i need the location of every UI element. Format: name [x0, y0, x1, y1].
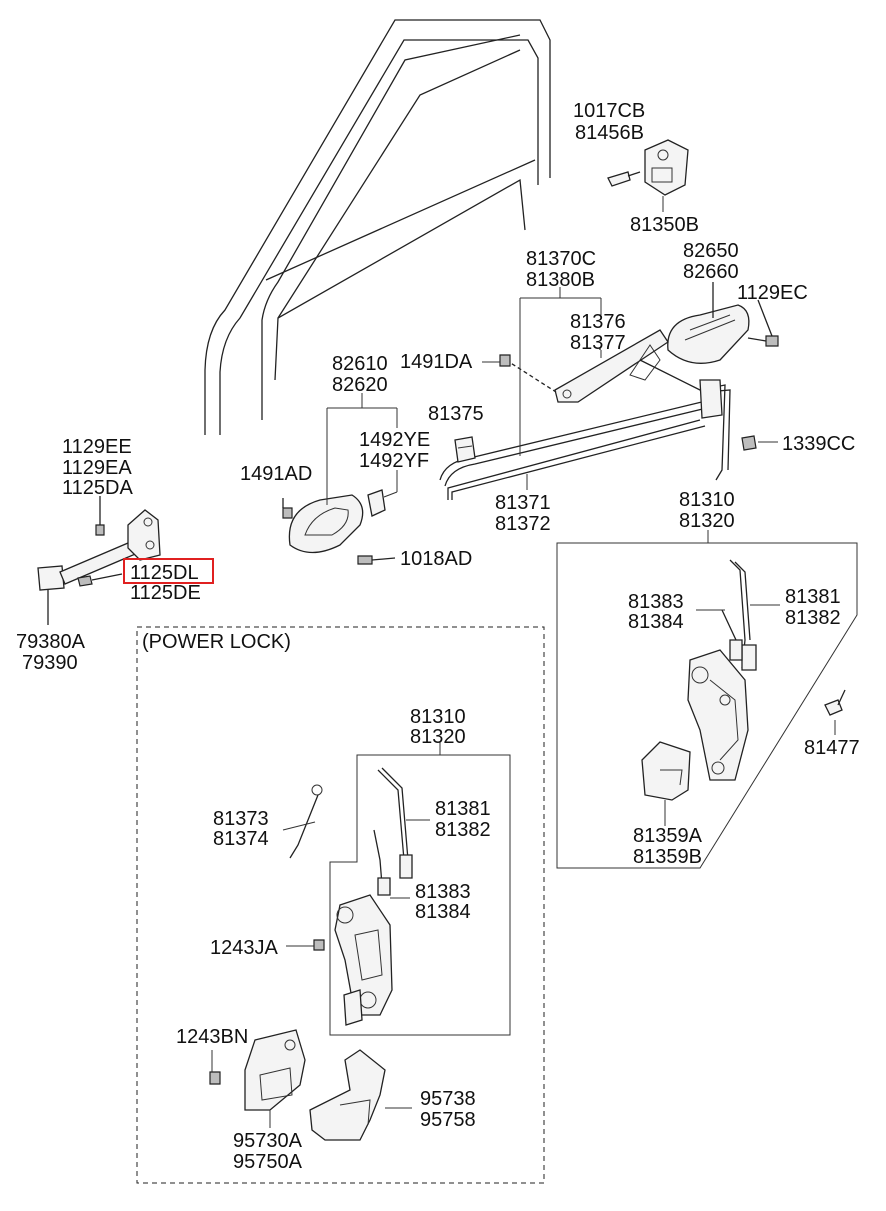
label-1491ad: 1491AD — [240, 463, 312, 485]
clip-81375 — [454, 436, 476, 463]
power-lock-box — [136, 626, 545, 1184]
highlight-box — [123, 558, 214, 584]
label-81381-power: 81381 — [435, 798, 491, 820]
label-81382-power: 81382 — [435, 819, 491, 841]
manual-lock-box — [556, 542, 858, 869]
label-82650: 82650 — [683, 240, 739, 262]
label-1491da: 1491DA — [400, 351, 473, 373]
label-81477: 81477 — [804, 737, 860, 759]
label-95730a: 95730A — [233, 1130, 303, 1152]
rod-bracket-81376 — [499, 329, 669, 403]
label-1492yf: 1492YF — [359, 450, 429, 472]
leader-lines — [211, 196, 836, 1128]
label-1129ea: 1129EA — [62, 457, 132, 479]
label-1129ec: 1129EC — [737, 282, 808, 304]
label-81372: 81372 — [495, 513, 551, 535]
label-95750a: 95750A — [233, 1151, 303, 1173]
label-81381-manual: 81381 — [785, 586, 841, 608]
door-checker — [37, 496, 161, 625]
label-1018ad: 1018AD — [400, 548, 472, 570]
label-81376: 81376 — [570, 311, 626, 333]
label-1125da: 1125DA — [62, 477, 133, 499]
striker-81350b — [607, 139, 689, 196]
label-81377: 81377 — [570, 332, 626, 354]
label-1129ee: 1129EE — [62, 436, 132, 458]
label-81375: 81375 — [428, 403, 484, 425]
label-81371: 81371 — [495, 492, 551, 514]
label-81359b: 81359B — [633, 846, 702, 868]
label-1492ye: 1492YE — [359, 429, 430, 451]
label-81384-power: 81384 — [415, 901, 471, 923]
label-1125de: 1125DE — [130, 582, 201, 604]
outside-handle — [667, 282, 779, 364]
label-95738: 95738 — [420, 1088, 476, 1110]
label-79390: 79390 — [22, 652, 78, 674]
label-1243ja: 1243JA — [210, 937, 278, 959]
door-rods — [439, 359, 757, 500]
power-lock-title: (POWER LOCK) — [142, 631, 291, 653]
label-1017cb: 1017CB — [573, 100, 645, 122]
label-81373: 81373 — [213, 808, 269, 830]
label-82610: 82610 — [332, 353, 388, 375]
label-81384-manual: 81384 — [628, 611, 684, 633]
label-81374: 81374 — [213, 828, 269, 850]
label-81383-manual: 81383 — [628, 591, 684, 613]
label-81380b: 81380B — [526, 269, 595, 291]
door-frame — [204, 19, 551, 435]
label-82620: 82620 — [332, 374, 388, 396]
label-81320-power: 81320 — [410, 726, 466, 748]
part-labels: 1017CB 81456B 81350B 82650 82660 1129EC … — [16, 100, 860, 1173]
label-1125dl: 1125DL — [130, 562, 199, 584]
inside-handle — [282, 489, 396, 565]
label-81320-manual: 81320 — [679, 510, 735, 532]
label-81370c: 81370C — [526, 248, 596, 270]
label-81350b: 81350B — [630, 214, 699, 236]
label-1339cc: 1339CC — [782, 433, 855, 455]
label-82660: 82660 — [683, 261, 739, 283]
label-81382-manual: 81382 — [785, 607, 841, 629]
label-81310-manual: 81310 — [679, 489, 735, 511]
label-81310-power: 81310 — [410, 706, 466, 728]
label-95758: 95758 — [420, 1109, 476, 1131]
label-81456b: 81456B — [575, 122, 644, 144]
label-79380a: 79380A — [16, 631, 86, 653]
label-81359a: 81359A — [633, 825, 703, 847]
label-1243bn: 1243BN — [176, 1026, 248, 1048]
label-81383-power: 81383 — [415, 881, 471, 903]
